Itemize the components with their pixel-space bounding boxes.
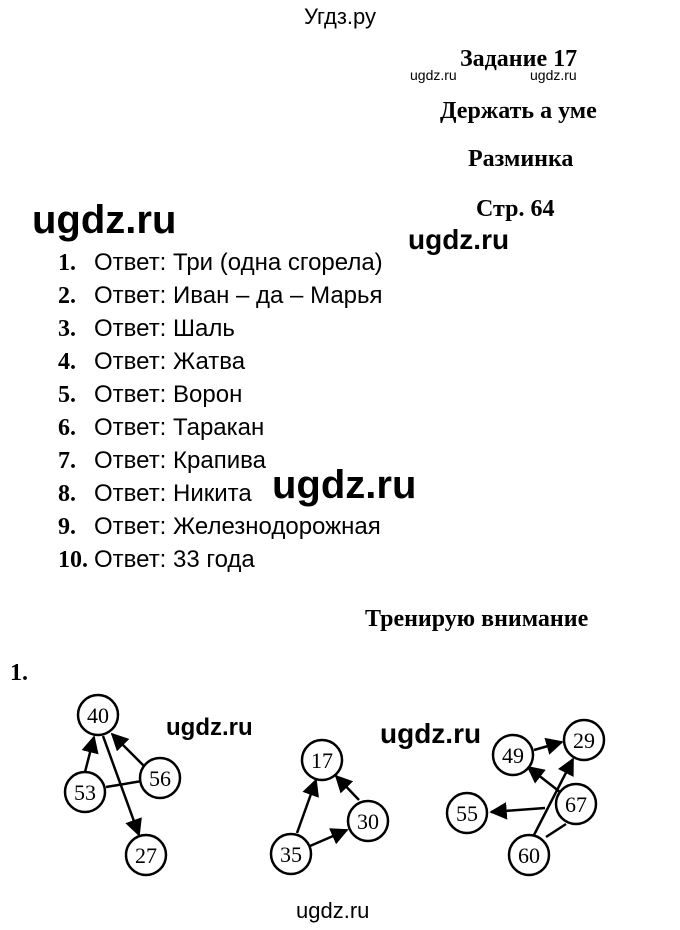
watermark-small-1: ugdz.ru <box>410 67 457 83</box>
answer-number: 7. <box>58 448 76 474</box>
edge-67-49 <box>526 765 561 793</box>
node-29 <box>562 718 606 762</box>
answer-item: 8. Ответ: Никита <box>58 477 383 510</box>
number-graphs: 40 53 56 27 17 35 30 29 49 55 67 60 <box>63 693 606 877</box>
answer-item: 10. Ответ: 33 года <box>58 543 383 576</box>
exercise-number: 1. <box>10 660 28 686</box>
answer-number: 4. <box>58 349 76 375</box>
answer-text: Ответ: Железнодорожная <box>94 513 381 540</box>
watermark-big-center: ugdz.ru <box>272 463 417 507</box>
node-30 <box>346 799 390 843</box>
edge-56-53 <box>105 779 143 789</box>
node-56 <box>138 756 182 800</box>
node-label: 60 <box>518 843 540 868</box>
answer-text: Ответ: Крапива <box>94 447 266 474</box>
edge-67-55 <box>489 802 546 820</box>
answer-item: 3. Ответ: Шаль <box>58 312 383 345</box>
answer-text: Ответ: 33 года <box>94 546 255 573</box>
node-60 <box>507 833 551 877</box>
answer-text: Ответ: Никита <box>94 480 252 507</box>
answer-item: 7. Ответ: Крапива <box>58 444 383 477</box>
node-label: 40 <box>87 703 109 728</box>
answer-item: 1. Ответ: Три (одна сгорела) <box>58 246 383 279</box>
answer-text: Ответ: Три (одна сгорела) <box>94 249 383 276</box>
node-label: 67 <box>565 792 587 817</box>
watermark-graph-left: ugdz.ru <box>166 714 253 741</box>
node-label: 30 <box>357 809 379 834</box>
answer-number: 2. <box>58 283 76 309</box>
answer-number: 6. <box>58 415 76 441</box>
section-title: Разминка <box>468 146 574 172</box>
training-title: Тренирую внимание <box>365 606 589 632</box>
watermark-graph-right: ugdz.ru <box>380 718 482 749</box>
answer-item: 2. Ответ: Иван – да – Марья <box>58 279 383 312</box>
answer-number: 1. <box>58 250 76 276</box>
node-53 <box>63 770 107 814</box>
node-35 <box>269 832 313 876</box>
node-27 <box>124 833 168 877</box>
answer-item: 4. Ответ: Жатва <box>58 345 383 378</box>
watermark-mid-right: ugdz.ru <box>408 224 510 255</box>
node-label: 49 <box>502 743 524 768</box>
answer-list: 1. Ответ: Три (одна сгорела) 2. Ответ: И… <box>58 246 383 576</box>
edge-30-17 <box>334 774 360 801</box>
edge-35-30 <box>309 828 349 848</box>
topic-title: Держать а уме <box>440 98 597 124</box>
node-40 <box>76 693 120 737</box>
answer-text: Ответ: Шаль <box>94 315 235 342</box>
task-title: Задание 17 <box>460 46 578 72</box>
node-67 <box>554 782 598 826</box>
node-49 <box>491 733 535 777</box>
answer-text: Ответ: Иван – да – Марья <box>94 282 383 309</box>
edge-60-29 <box>532 757 575 836</box>
edge-56-40 <box>110 732 145 767</box>
node-label: 27 <box>135 843 157 868</box>
edge-40-27 <box>101 735 142 837</box>
answer-item: 6. Ответ: Таракан <box>58 411 383 444</box>
answer-number: 9. <box>58 514 76 540</box>
answer-text: Ответ: Ворон <box>94 381 243 408</box>
answer-number: 10. <box>58 547 88 573</box>
node-17 <box>300 738 344 782</box>
node-label: 56 <box>149 766 171 791</box>
answer-number: 5. <box>58 382 76 408</box>
watermark-bottom: ugdz.ru <box>296 898 370 923</box>
edge-53-40 <box>81 735 99 773</box>
watermark-big-left: ugdz.ru <box>32 198 177 242</box>
node-label: 29 <box>573 728 595 753</box>
answer-number: 3. <box>58 316 76 342</box>
node-label: 53 <box>74 780 96 805</box>
page-ref: Стр. 64 <box>476 196 555 222</box>
node-label: 55 <box>456 801 478 826</box>
node-55 <box>445 791 489 835</box>
watermark-top: Угдз.ру <box>303 4 377 29</box>
answer-text: Ответ: Жатва <box>94 348 246 375</box>
edge-35-17 <box>295 778 319 834</box>
answer-text: Ответ: Таракан <box>94 414 265 441</box>
watermark-small-2: ugdz.ru <box>530 67 577 83</box>
answer-item: 5. Ответ: Ворон <box>58 378 383 411</box>
answer-item: 9. Ответ: Железнодорожная <box>58 510 383 543</box>
node-label: 35 <box>280 842 302 867</box>
edge-49-29 <box>533 737 564 755</box>
node-label: 17 <box>311 748 333 773</box>
answer-number: 8. <box>58 481 76 507</box>
edge-67-60 <box>545 822 567 839</box>
